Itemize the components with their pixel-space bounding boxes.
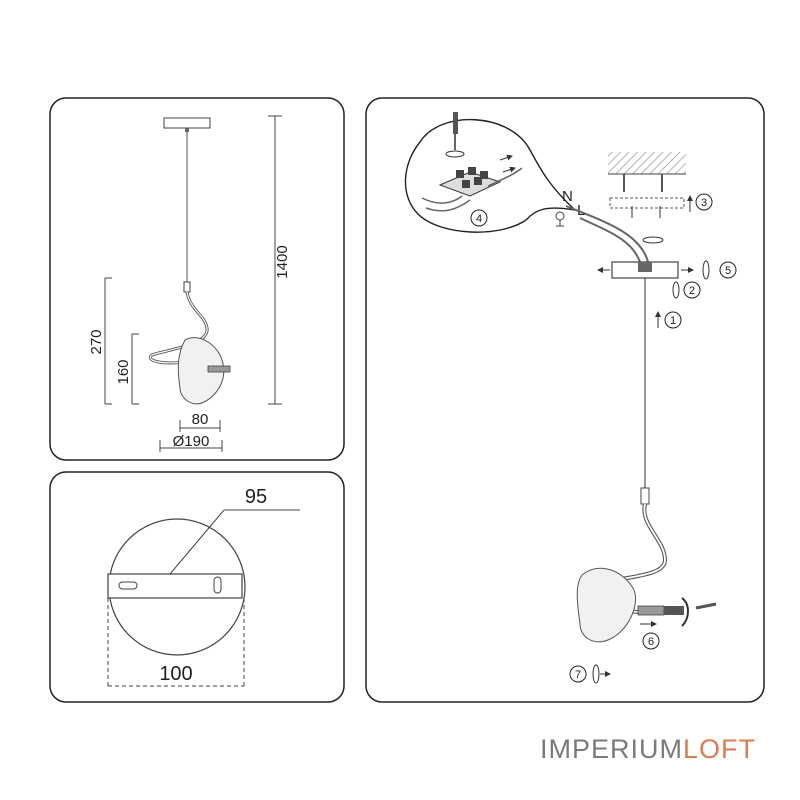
dim-bracket-width: 95 [245,486,267,508]
step-6-label: 6 [648,636,654,648]
live-label: L [577,202,585,219]
brand-part-imperium: IMPERIUM [540,734,683,764]
brand-part-loft: LOFT [683,734,757,764]
brand-logo: IMPERIUMLOFT [540,734,756,765]
installation-panel: 4 3 N L 5 2 1 [365,97,765,703]
neutral-label: N [562,188,573,205]
dim-shade-total-height: 270 [88,329,105,354]
dim-shade-height: 160 [115,359,132,384]
step-2-label: 2 [689,285,695,297]
step-7-label: 7 [575,669,581,681]
step-5-label: 5 [725,265,731,277]
step-4-label: 4 [476,213,482,225]
step-1-label: 1 [670,315,676,327]
step-3-label: 3 [701,197,707,209]
dim-total-height: 1400 [274,245,291,278]
dimension-panel: 1400 270 160 80 Ø190 [49,97,345,461]
dim-canopy-diameter: 100 [159,663,192,685]
dim-shade-width: 80 [192,411,209,428]
dim-diameter: Ø190 [173,433,210,450]
canopy-panel: 95 100 [49,471,345,703]
